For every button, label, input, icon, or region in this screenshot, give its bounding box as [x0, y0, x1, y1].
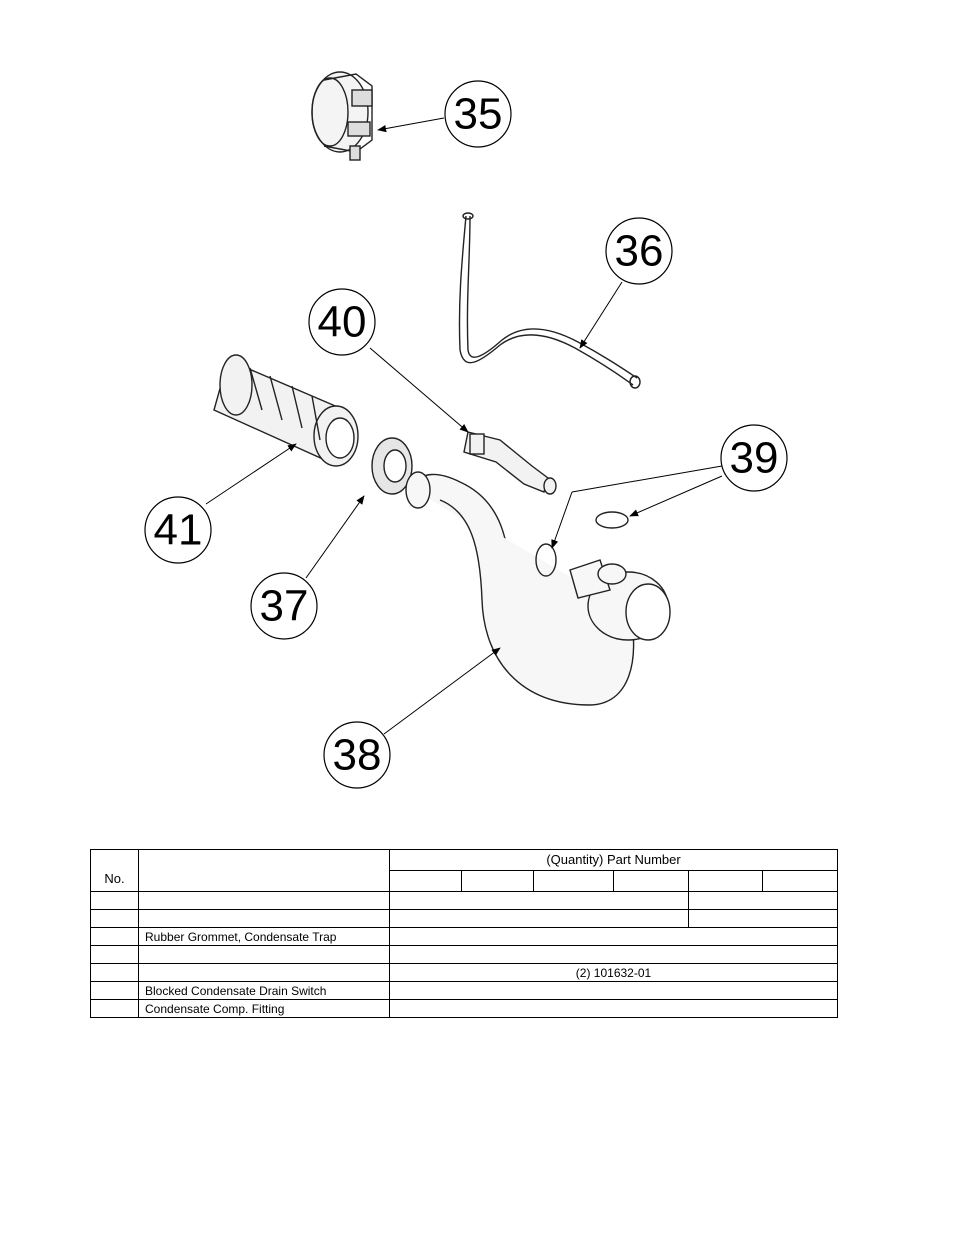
table-row: Condensate Comp. Fitting — [90, 999, 838, 1018]
table-row: (2) 101632-01 — [90, 963, 838, 982]
row-desc: Condensate Comp. Fitting — [138, 999, 390, 1018]
callout-37-label: 37 — [260, 582, 309, 631]
part-41-coupling — [213, 354, 359, 467]
exploded-parts-diagram: 35 36 40 39 41 37 38 — [144, 71, 788, 789]
header-quantity-part-number: (Quantity) Part Number — [389, 849, 838, 871]
callout-41: 41 — [144, 496, 212, 564]
table-row: Rubber Grommet, Condensate Trap — [90, 927, 838, 946]
row-qty-a — [389, 909, 689, 928]
callout-36-label: 36 — [615, 227, 664, 276]
parts-table: No. (Quantity) Part Number Rubber Gromme… — [90, 849, 838, 1018]
row-no — [90, 891, 139, 910]
row-no — [90, 909, 139, 928]
row-qty-b — [688, 909, 838, 928]
row-no — [90, 927, 139, 946]
row-desc — [138, 963, 390, 982]
callout-40-label: 40 — [318, 298, 367, 347]
subheader-cell — [613, 870, 689, 892]
callout-38: 38 — [323, 721, 391, 789]
row-qty — [389, 981, 838, 1000]
callout-36: 36 — [605, 217, 673, 285]
subheader-cell — [688, 870, 763, 892]
subheader-cell — [762, 870, 838, 892]
part-37-grommet — [371, 437, 413, 495]
row-qty — [389, 927, 838, 946]
row-no — [90, 999, 139, 1018]
part-36-tubing — [458, 212, 641, 389]
subheader-cell — [389, 870, 462, 892]
row-qty-b — [688, 891, 838, 910]
row-no — [90, 963, 139, 982]
callout-39-label: 39 — [730, 434, 779, 483]
part-39-clamps — [535, 511, 629, 577]
table-subheader-row — [91, 870, 838, 892]
table-header-row: No. (Quantity) Part Number — [90, 849, 838, 892]
subheader-cell — [533, 870, 614, 892]
subheader-cell — [461, 870, 534, 892]
row-qty: (2) 101632-01 — [389, 963, 838, 982]
part-35-pressure-switch — [311, 71, 373, 161]
table-row — [90, 891, 838, 910]
row-no — [90, 945, 139, 964]
callout-41-label: 41 — [154, 506, 203, 555]
callout-37: 37 — [250, 572, 318, 640]
callout-40: 40 — [308, 288, 376, 356]
callout-39: 39 — [720, 424, 788, 492]
row-qty — [389, 945, 838, 964]
row-desc — [138, 909, 390, 928]
part-38-condensate-trap — [405, 471, 671, 706]
callout-35-label: 35 — [454, 90, 503, 139]
table-row — [90, 909, 838, 928]
row-qty — [389, 999, 838, 1018]
table-row: Blocked Condensate Drain Switch — [90, 981, 838, 1000]
row-desc — [138, 891, 390, 910]
table-row — [90, 945, 838, 964]
part-40-drain-switch — [463, 431, 557, 495]
row-desc: Blocked Condensate Drain Switch — [138, 981, 390, 1000]
callout-38-label: 38 — [333, 731, 382, 780]
leader-lines — [205, 117, 723, 735]
row-desc: Rubber Grommet, Condensate Trap — [138, 927, 390, 946]
callout-35: 35 — [444, 80, 512, 148]
header-no: No. — [90, 849, 139, 892]
row-desc — [138, 945, 390, 964]
row-qty-a — [389, 891, 689, 910]
header-description — [138, 849, 390, 892]
row-no — [90, 981, 139, 1000]
